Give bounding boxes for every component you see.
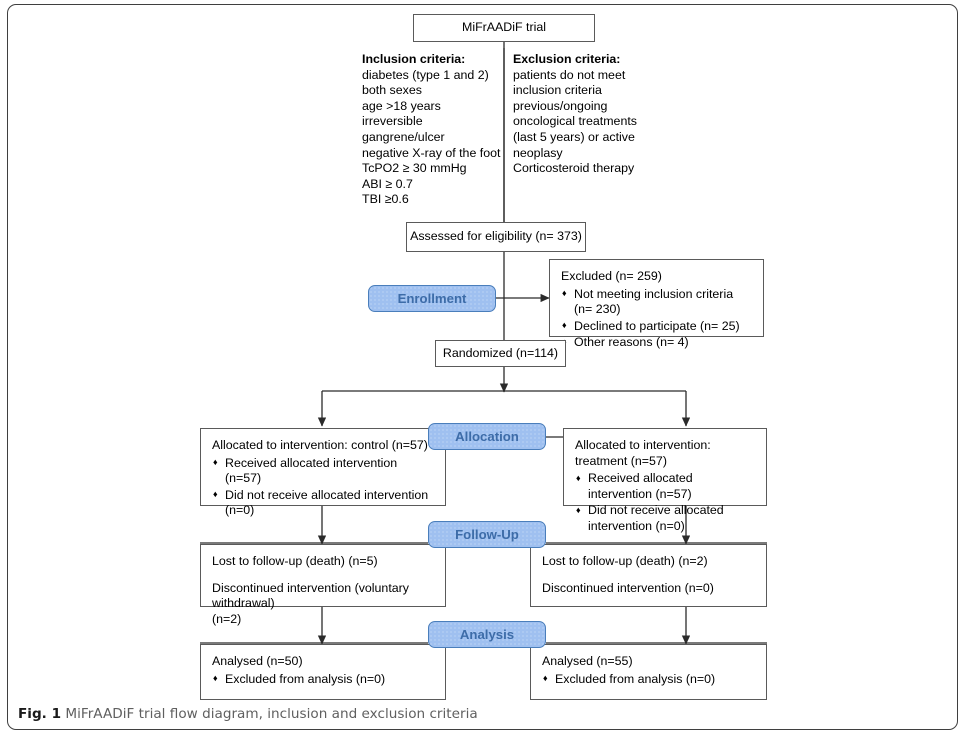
list-item: Other reasons (n= 4) (561, 335, 753, 351)
exclusion-criteria-item: previous/ongoing (513, 98, 608, 113)
analysis-right-box: Analysed (n=55) Excluded from analysis (… (530, 644, 767, 700)
inclusion-criteria-heading: Inclusion criteria: (362, 52, 466, 66)
inclusion-criteria-item: irreversible (362, 114, 423, 129)
stage-followup-text: Follow-Up (455, 527, 519, 542)
inclusion-criteria-item: TcPO2 ≥ 30 mmHg (362, 161, 467, 176)
inclusion-criteria-item: negative X-ray of the foot (362, 145, 501, 160)
exclusion-criteria-item: Corticosteroid therapy (513, 161, 635, 176)
assessed-eligibility-label: Assessed for eligibility (n= 373) (410, 229, 582, 244)
allocation-left-title: Allocated to intervention: control (n=57… (212, 438, 428, 452)
trial-title-box: MiFrAADiF trial (413, 14, 595, 42)
excluded-box: Excluded (n= 259) Not meeting inclusion … (549, 259, 764, 350)
followup-left-line1: Lost to follow-up (death) (n=5) (212, 554, 378, 568)
exclusion-criteria-item: neoplasy (513, 145, 563, 160)
inclusion-criteria-item: diabetes (type 1 and 2) (362, 67, 489, 82)
list-item: Declined to participate (n= 25) (561, 318, 753, 335)
stage-enrollment-text: Enrollment (397, 291, 467, 306)
stage-label-followup: Follow-Up (428, 521, 546, 548)
analysis-left-title: Analysed (n=50) (212, 654, 303, 668)
list-item: Not meeting inclusion criteria (n= 230) (561, 286, 753, 318)
exclusion-criteria-item: (last 5 years) or active (513, 129, 635, 144)
exclusion-criteria-block: Exclusion criteria: patients do not meet… (513, 52, 663, 177)
trial-title-label: MiFrAADiF trial (462, 20, 546, 35)
stage-label-allocation: Allocation (428, 423, 546, 450)
inclusion-criteria-item: gangrene/ulcer (362, 129, 445, 144)
list-item: Received allocated intervention (n=57) (575, 471, 756, 502)
list-item: Excluded from analysis (n=0) (212, 671, 435, 688)
followup-left-line2: Discontinued intervention (voluntary wit… (212, 580, 409, 611)
allocation-right-box: Allocated to intervention: treatment (n=… (563, 428, 767, 533)
followup-right-line1: Lost to follow-up (death) (n=2) (542, 554, 708, 568)
spacer (212, 570, 435, 581)
list-item: Did not receive allocated intervention (… (212, 487, 435, 519)
stage-allocation-text: Allocation (455, 429, 519, 444)
list-item: Excluded from analysis (n=0) (542, 671, 756, 688)
followup-left-box: Lost to follow-up (death) (n=5) Disconti… (200, 544, 446, 626)
analysis-right-title: Analysed (n=55) (542, 654, 633, 668)
excluded-reason-list: Not meeting inclusion criteria (n= 230) … (561, 286, 753, 351)
stage-analysis-text: Analysis (459, 627, 515, 642)
figure-caption: Fig. 1 MiFrAADiF trial flow diagram, inc… (18, 706, 918, 722)
inclusion-criteria-item: age >18 years (362, 98, 441, 113)
figure-caption-label: Fig. 1 (18, 706, 62, 722)
followup-right-box: Lost to follow-up (death) (n=2) Disconti… (530, 544, 767, 607)
randomized-label: Randomized (n=114) (442, 345, 559, 360)
allocation-right-list: Received allocated intervention (n=57) D… (575, 471, 756, 534)
list-item: Did not receive allocated intervention (… (575, 503, 756, 534)
analysis-left-list: Excluded from analysis (n=0) (212, 671, 435, 688)
analysis-right-list: Excluded from analysis (n=0) (542, 671, 756, 688)
exclusion-criteria-heading: Exclusion criteria: (513, 52, 621, 66)
excluded-title: Excluded (n= 259) (561, 269, 662, 283)
followup-left-line3: (n=2) (212, 611, 242, 626)
assessed-eligibility-box: Assessed for eligibility (n= 373) (406, 222, 586, 252)
figure-frame-border (7, 4, 958, 730)
allocation-left-list: Received allocated intervention (n=57) D… (212, 455, 435, 519)
allocation-left-box: Allocated to intervention: control (n=57… (200, 428, 446, 517)
stage-label-enrollment: Enrollment (368, 285, 496, 312)
inclusion-criteria-item: TBI ≥0.6 (362, 192, 409, 207)
spacer (542, 570, 756, 581)
analysis-left-box: Analysed (n=50) Excluded from analysis (… (200, 644, 446, 700)
exclusion-criteria-item: inclusion criteria (513, 83, 602, 98)
figure-caption-text: MiFrAADiF trial flow diagram, inclusion … (65, 706, 478, 722)
followup-right-line2: Discontinued intervention (n=0) (542, 580, 714, 595)
inclusion-criteria-block: Inclusion criteria: diabetes (type 1 and… (362, 52, 502, 208)
allocation-right-title: Allocated to intervention: treatment (n=… (575, 438, 711, 468)
inclusion-criteria-item: ABI ≥ 0.7 (362, 176, 413, 191)
stage-label-analysis: Analysis (428, 621, 546, 648)
exclusion-criteria-item: oncological treatments (513, 114, 637, 129)
list-item: Received allocated intervention (n=57) (212, 455, 435, 487)
exclusion-criteria-item: patients do not meet (513, 67, 626, 82)
randomized-box: Randomized (n=114) (435, 340, 566, 367)
inclusion-criteria-item: both sexes (362, 83, 422, 98)
